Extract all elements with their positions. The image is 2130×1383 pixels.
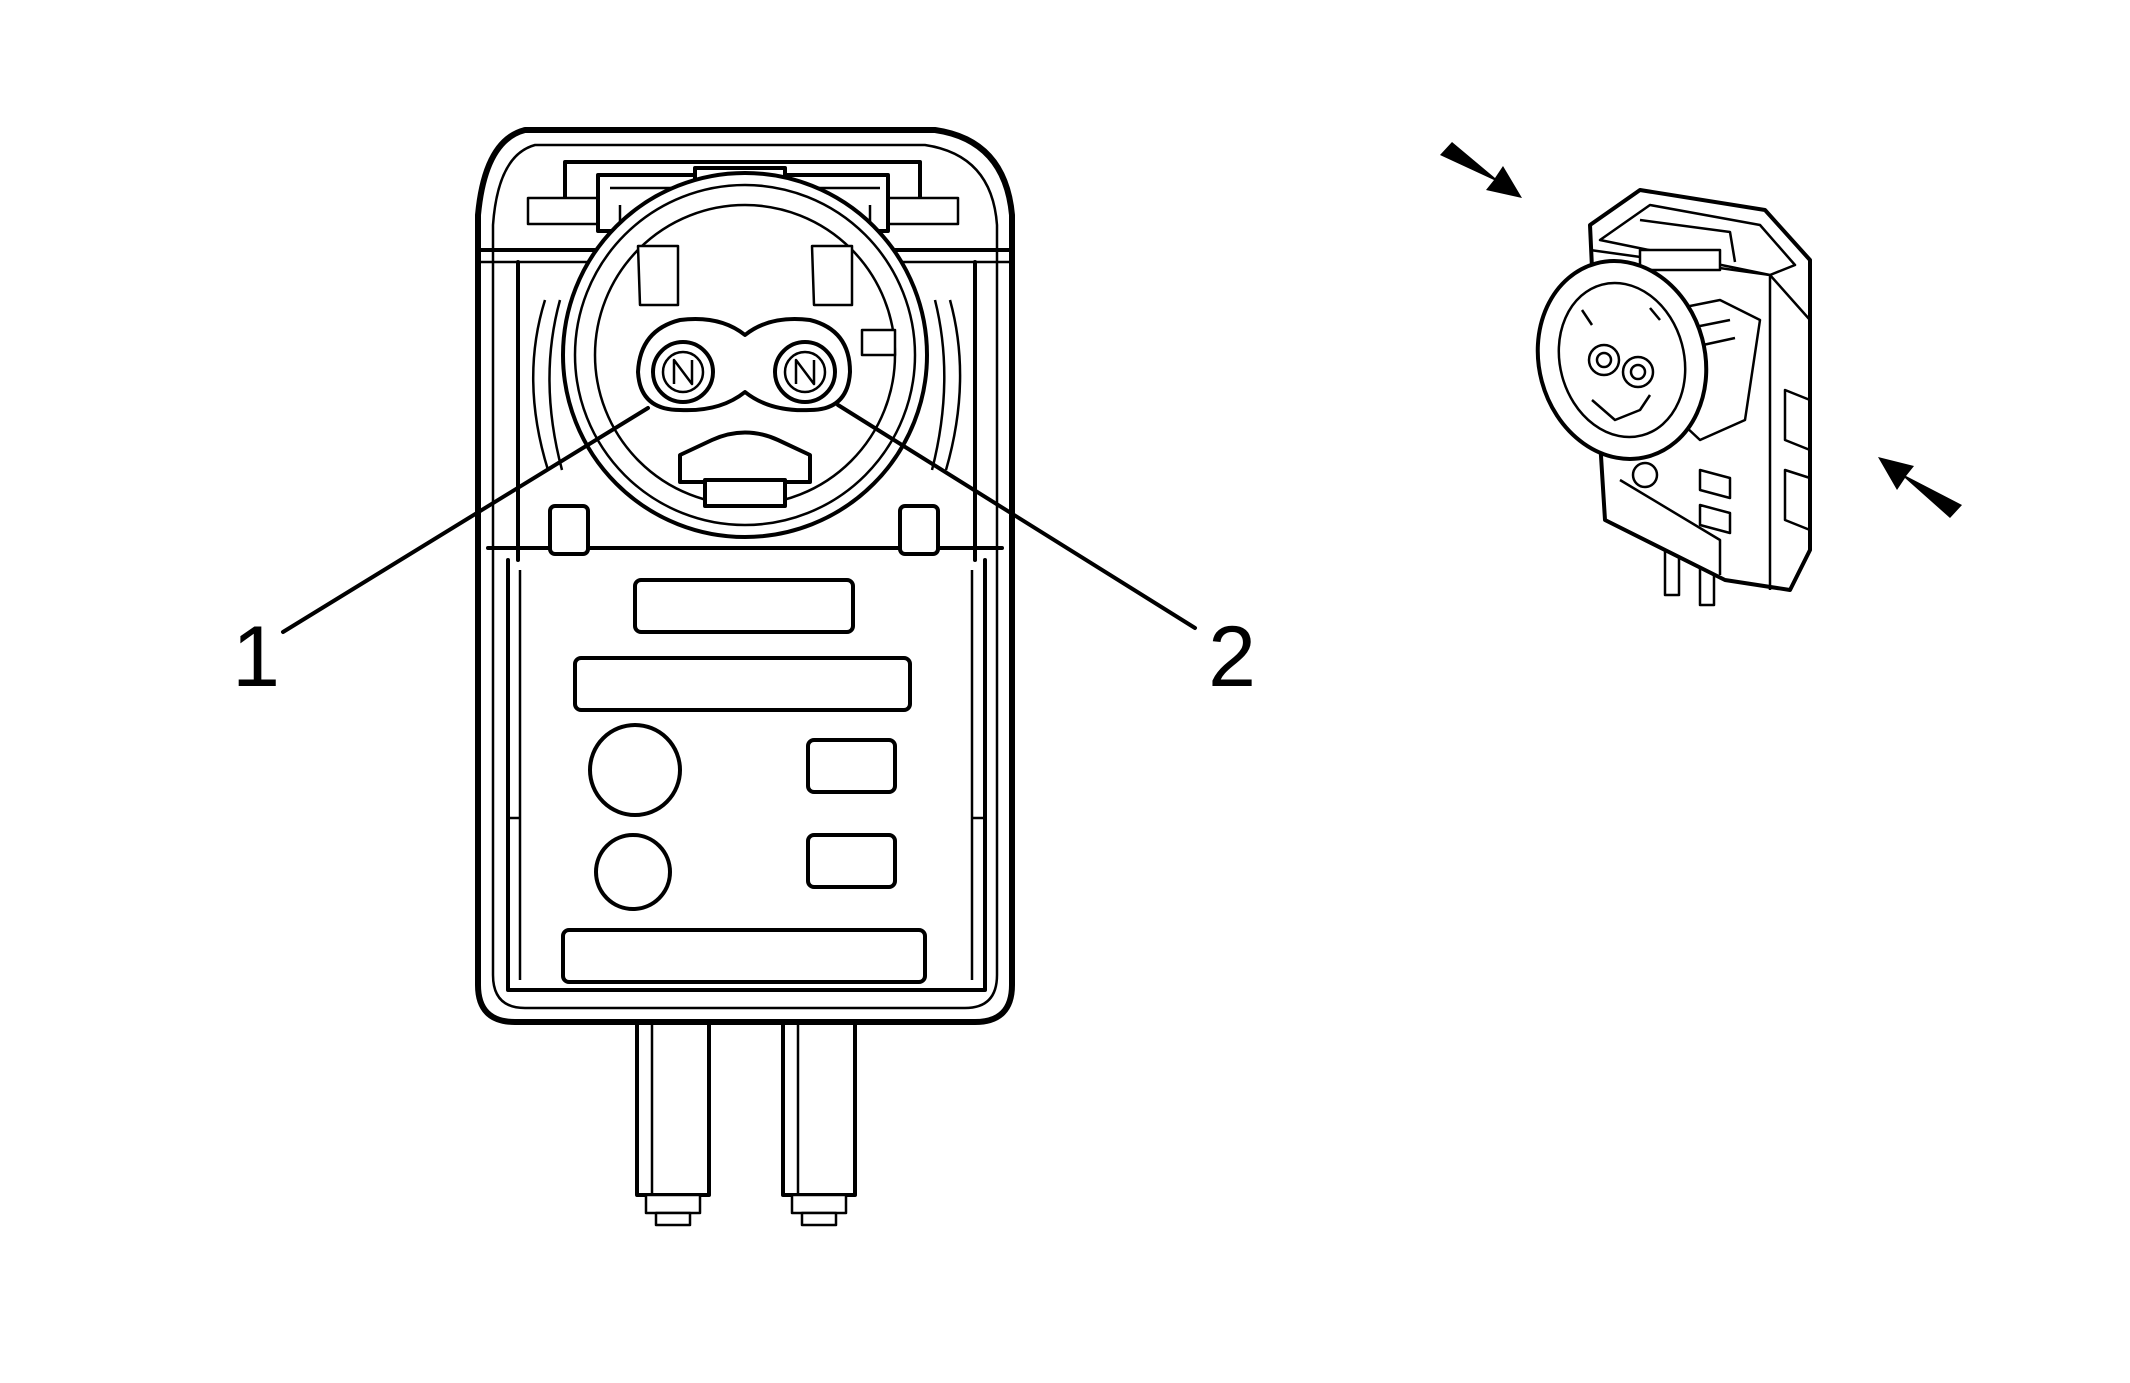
callout-2: 2 bbox=[836, 403, 1256, 705]
arrow-upper-left bbox=[1440, 142, 1522, 198]
callout-2-label: 2 bbox=[1208, 609, 1256, 705]
callout-1: 1 bbox=[232, 406, 650, 705]
leader-line-2 bbox=[836, 403, 1197, 630]
terminal-cavities bbox=[636, 317, 852, 413]
arrow-lower-right bbox=[1878, 457, 1962, 518]
terminal-pins bbox=[635, 1008, 857, 1227]
connector-front-view bbox=[475, 127, 1015, 1227]
connector-isometric-view bbox=[1535, 188, 1812, 607]
housing-features bbox=[561, 578, 927, 984]
callout-1-label: 1 bbox=[232, 609, 280, 705]
leader-line-1 bbox=[281, 406, 650, 634]
